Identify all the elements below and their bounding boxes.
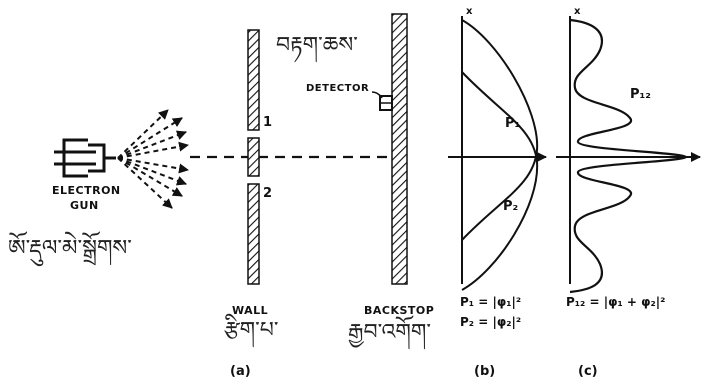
detector-tibetan: བརྟག་ཆས་ (276, 33, 358, 63)
detector-label: DETECTOR (306, 83, 369, 94)
p2-label: P₂ (503, 199, 518, 214)
backstop (391, 13, 408, 285)
curve-p2 (461, 71, 539, 291)
detector-icon (371, 91, 393, 111)
panel-b-caption: (b) (474, 364, 495, 379)
formula-p2: P₂ = |φ₂|² (460, 315, 521, 329)
slit-1-label: 1 (263, 115, 272, 130)
panel-c-caption: (c) (578, 364, 598, 379)
formula-p12: P₁₂ = |φ₁ + φ₂|² (566, 295, 665, 309)
electron-gun-label-2: GUN (70, 199, 99, 212)
axis-x-b-label: x (466, 6, 473, 17)
electron-gun-label-1: ELECTRON (52, 184, 121, 197)
wall-tibetan: རྩིག་པ་ (224, 313, 278, 348)
wall (247, 29, 260, 285)
p12-label: P₁₂ (630, 87, 651, 102)
electron-gun-icon (54, 138, 116, 178)
curve-p12 (569, 18, 688, 294)
axis-x-c-label: x (574, 6, 581, 17)
backstop-label: BACKSTOP (364, 304, 434, 317)
electron-gun-tibetan: ཨོ་རྡུལ་མེ་སྒྲོགས་ (8, 231, 132, 267)
wall-label: WALL (232, 304, 268, 317)
backstop-tibetan: རྒྱབ་འགོག་ (348, 315, 431, 350)
slit-2-label: 2 (263, 186, 272, 201)
curve-p1 (461, 19, 539, 241)
electron-spray (117, 109, 189, 209)
p1-label: P₁ (505, 116, 520, 131)
formula-p1: P₁ = |φ₁|² (460, 295, 521, 309)
panel-a-caption: (a) (230, 364, 251, 379)
